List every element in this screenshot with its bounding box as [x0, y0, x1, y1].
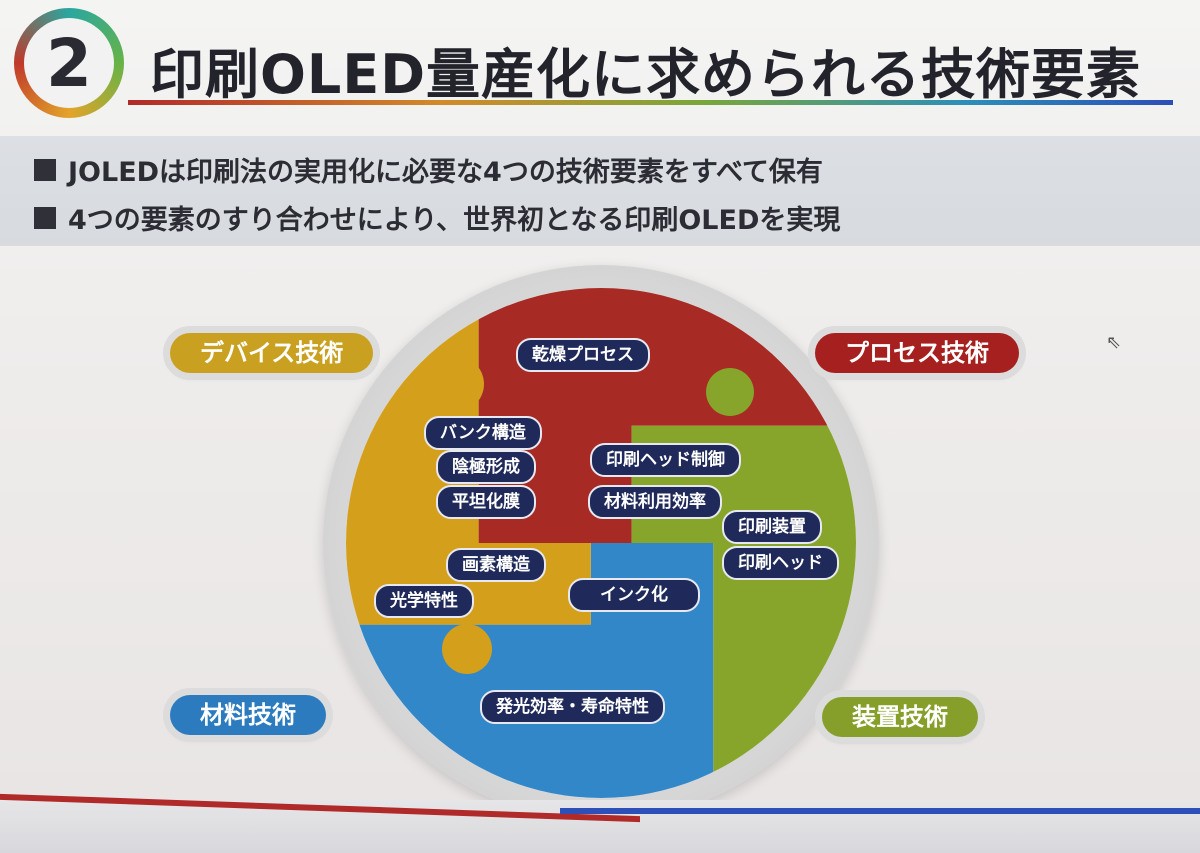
section-number: 2 [24, 18, 114, 108]
element-luminous: 発光効率・寿命特性 [480, 690, 665, 724]
element-print-head: 印刷ヘッド [722, 546, 839, 580]
footer-blue-stripe [560, 808, 1200, 814]
bullet-1-text: JOLEDは印刷法の実用化に必要な4つの技術要素をすべて保有 [68, 157, 823, 188]
element-bank: バンク構造 [424, 416, 542, 450]
bullet-2: 4つの要素のすり合わせにより、世界初となる印刷OLEDを実現 [34, 198, 840, 237]
element-drying: 乾燥プロセス [516, 338, 650, 372]
category-equipment: 装置技術 [822, 697, 978, 737]
mouse-cursor-icon: ⇖ [1106, 332, 1122, 353]
element-cathode: 陰極形成 [436, 450, 536, 484]
element-pixel: 画素構造 [446, 548, 546, 582]
bullet-panel [0, 136, 1200, 246]
bullet-square-icon [34, 158, 56, 181]
element-print-equipment: 印刷装置 [722, 510, 822, 544]
element-material-efficiency: 材料利用効率 [588, 485, 722, 519]
slide-title: 印刷OLED量産化に求められる技術要素 [150, 43, 1142, 106]
puzzle-tab [442, 624, 492, 674]
title-underline [128, 100, 1173, 105]
element-optical: 光学特性 [374, 584, 474, 618]
category-device: デバイス技術 [170, 333, 374, 373]
element-head-control: 印刷ヘッド制御 [590, 443, 741, 477]
bullet-2-text: 4つの要素のすり合わせにより、世界初となる印刷OLEDを実現 [68, 205, 841, 236]
element-ink: インク化 [568, 578, 700, 612]
category-material: 材料技術 [170, 695, 326, 735]
bullet-square-icon [34, 206, 56, 229]
section-number-badge: 2 [14, 8, 124, 118]
puzzle-tab [718, 614, 770, 666]
puzzle-tab [706, 368, 754, 416]
element-flattening: 平坦化膜 [436, 485, 536, 519]
puzzle-tab [428, 356, 484, 412]
category-process: プロセス技術 [815, 333, 1019, 373]
bullet-1: JOLEDは印刷法の実用化に必要な4つの技術要素をすべて保有 [34, 150, 823, 189]
